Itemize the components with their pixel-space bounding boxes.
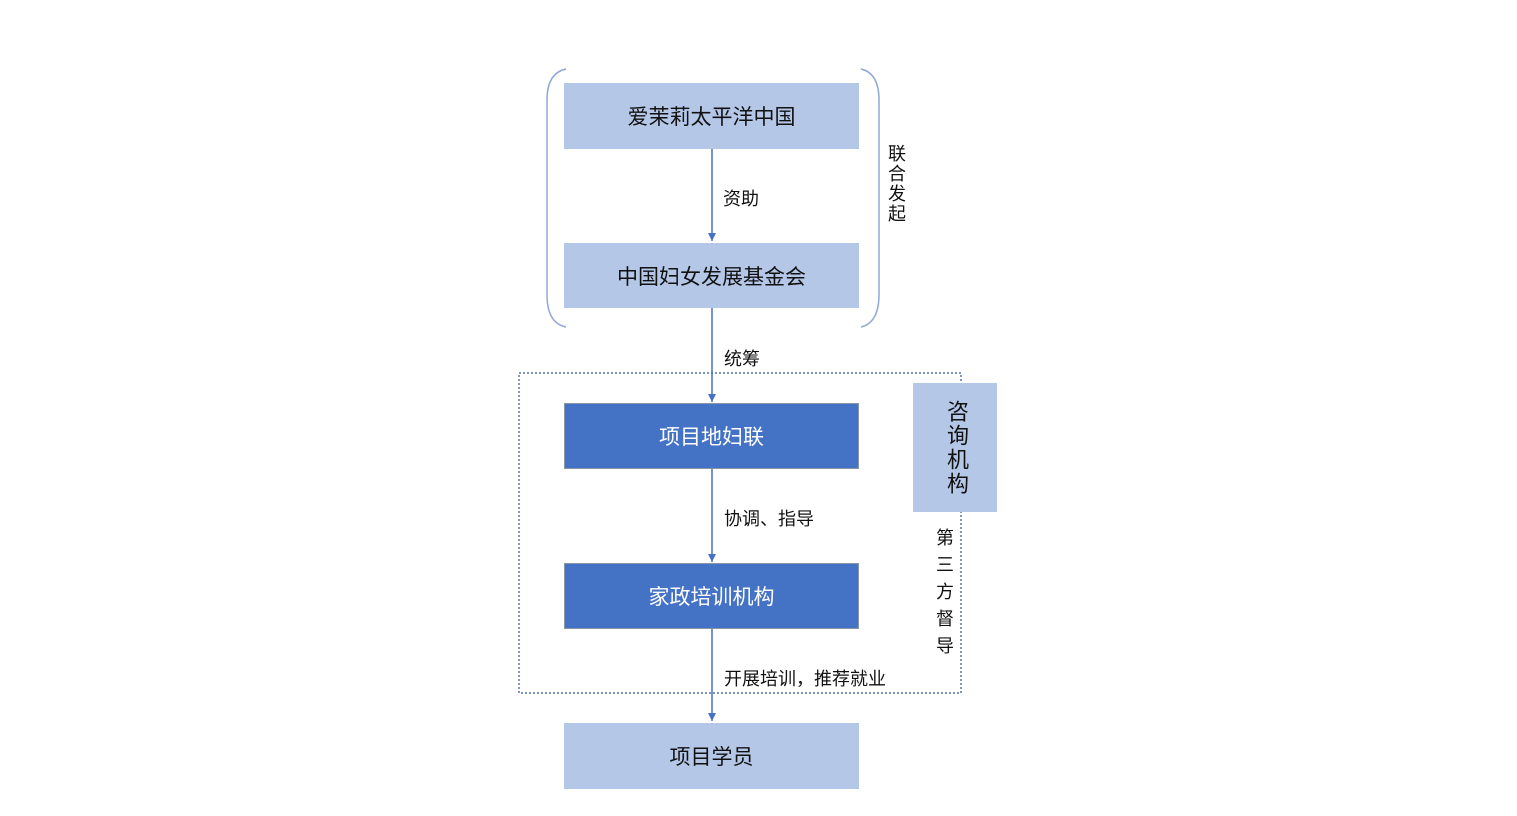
joint-bracket-right [860, 68, 880, 328]
node-housekeeping-training-institution: 家政培训机构 [564, 563, 859, 629]
node-consulting-agency: 咨询机构 [913, 383, 997, 512]
label-joint-initiation: 联合发起 [885, 144, 906, 224]
implementation-dotted-border [518, 372, 962, 694]
edge-label-overall-coordination: 统筹 [724, 349, 760, 370]
node-china-womens-development-foundation: 中国妇女发展基金会 [564, 243, 859, 308]
node-project-trainees: 项目学员 [564, 723, 859, 789]
edge-label-coordinate-guide: 协调、指导 [724, 509, 814, 530]
edge-label-training-employment: 开展培训，推荐就业 [724, 669, 886, 690]
label-third-party-supervision: 第三方督导 [933, 528, 954, 663]
node-amorepacific-china: 爱茉莉太平洋中国 [564, 83, 859, 149]
node-local-womens-federation: 项目地妇联 [564, 403, 859, 469]
joint-bracket-left [546, 68, 567, 328]
edge-label-fund: 资助 [723, 189, 759, 210]
